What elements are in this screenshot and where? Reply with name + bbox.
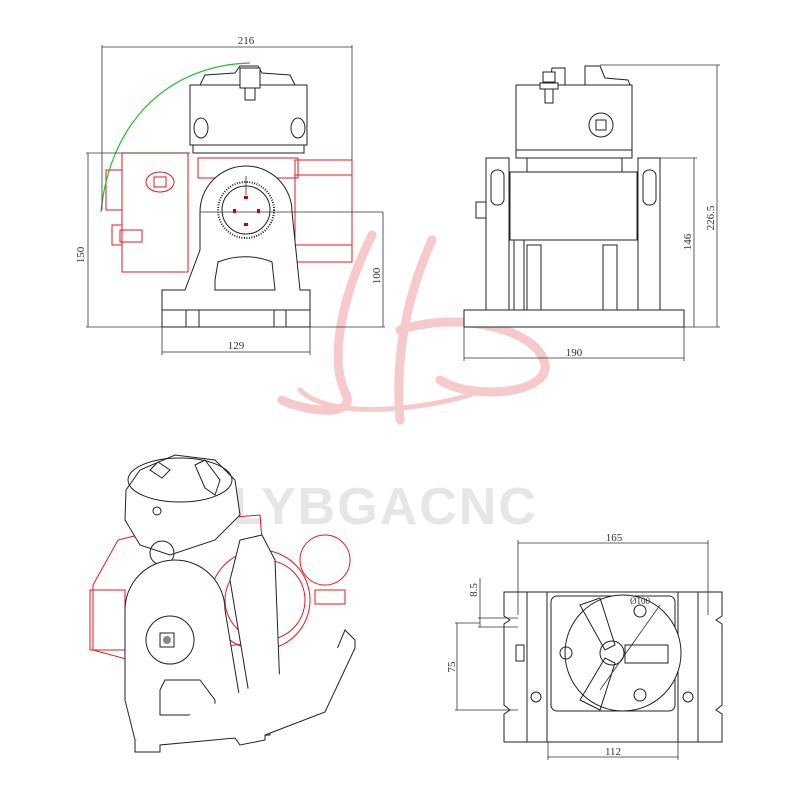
dim-chuck-diameter: Ø100 bbox=[630, 596, 650, 606]
rotation-arc bbox=[100, 62, 251, 213]
side-view: 226.5 146 190 bbox=[463, 64, 720, 361]
dim-150: 150 bbox=[75, 246, 87, 263]
dim-100: 100 bbox=[371, 267, 383, 284]
dim-75: 75 bbox=[446, 661, 458, 673]
side-dimensions: 226.5 146 190 bbox=[463, 64, 720, 361]
dim-146: 146 bbox=[682, 233, 694, 250]
dial bbox=[217, 181, 275, 239]
dim-216: 216 bbox=[238, 35, 255, 47]
front-dimensions: 216 150 100 129 bbox=[75, 35, 385, 355]
front-view: 216 150 100 129 bbox=[75, 35, 385, 355]
watermark-text: LYBGACNC bbox=[232, 478, 538, 536]
dim-165: 165 bbox=[606, 532, 623, 544]
dim-190: 190 bbox=[566, 347, 583, 359]
pedestal bbox=[161, 165, 383, 328]
chuck bbox=[189, 65, 308, 154]
isometric-view bbox=[89, 454, 356, 753]
top-view: 165 8.5 75 112 Ø100 bbox=[446, 532, 723, 760]
dim-129: 129 bbox=[228, 340, 245, 352]
dim-8-5: 8.5 bbox=[468, 583, 480, 597]
chuck-top bbox=[564, 594, 682, 712]
dim-226-5: 226.5 bbox=[705, 205, 717, 230]
logo-watermark bbox=[277, 230, 550, 425]
dim-112: 112 bbox=[605, 746, 621, 758]
top-dimensions: 165 8.5 75 112 Ø100 bbox=[446, 532, 709, 760]
